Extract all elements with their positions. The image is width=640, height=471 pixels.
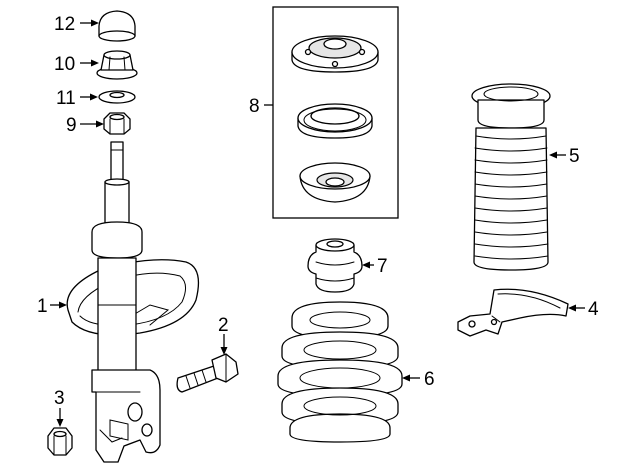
part-8-upper-mount <box>291 35 379 73</box>
callout-4: 4 <box>588 299 599 320</box>
part-3-nut <box>47 427 73 456</box>
callout-6: 6 <box>424 369 435 390</box>
callout-1: 1 <box>37 296 48 317</box>
part-2-bolt <box>176 353 239 393</box>
callout-10: 10 <box>54 54 75 75</box>
callout-11: 11 <box>56 88 76 109</box>
part-8-group-box <box>272 6 399 219</box>
callout-5: 5 <box>569 146 580 167</box>
callout-12: 12 <box>54 14 75 35</box>
part-6-coil-spring <box>277 301 403 443</box>
callout-8: 8 <box>249 96 260 117</box>
callout-9: 9 <box>66 115 77 136</box>
callout-2: 2 <box>218 315 229 336</box>
callout-leaders <box>50 19 585 427</box>
part-8-bearing <box>297 103 373 139</box>
callout-3: 3 <box>54 388 65 409</box>
part-5-dust-boot <box>471 83 551 271</box>
part-7-bump-stop <box>307 238 363 293</box>
callout-7: 7 <box>377 256 388 277</box>
part-9-hex-nut <box>103 112 131 135</box>
part-11-washer <box>98 90 136 104</box>
part-1-strut-assembly <box>66 141 200 463</box>
part-10-flange-nut <box>96 50 138 80</box>
part-4-bracket <box>457 288 569 337</box>
part-12-dust-cap <box>98 10 136 42</box>
part-8-spring-seat <box>299 162 371 203</box>
